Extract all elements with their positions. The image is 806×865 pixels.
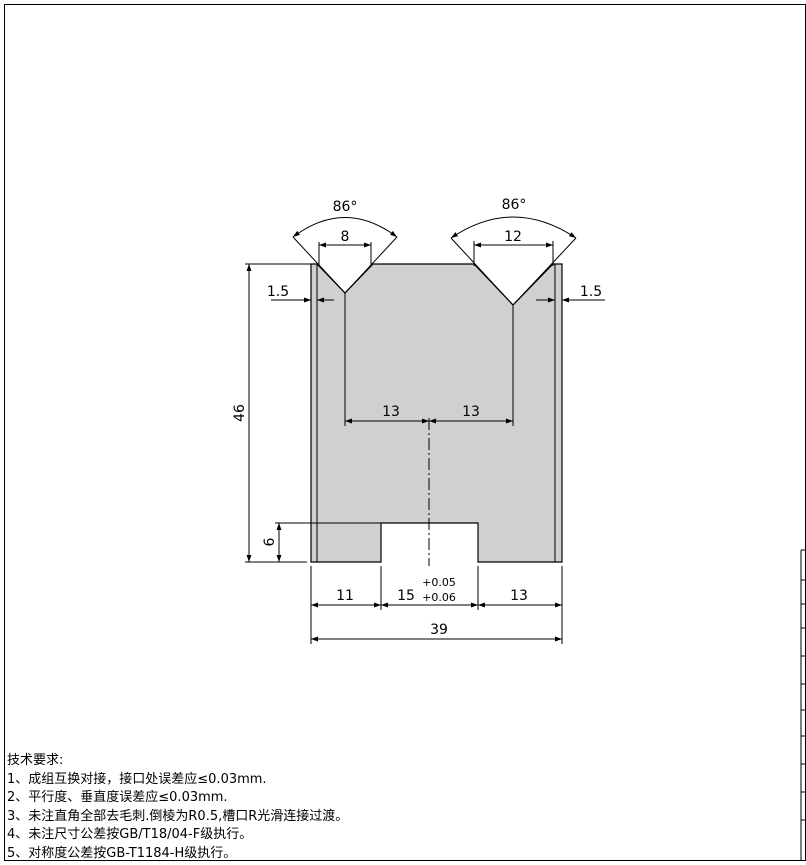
note-item-3: 3、未注直角全部去毛刺.倒棱为R0.5,槽口R光滑连接过渡。 [7,808,349,824]
note-item-5: 5、对称度公差按GB-T1184-H级执行。 [7,845,237,861]
angle-dim-right: 86° [450,197,577,306]
base-label-right: 13 [510,588,528,604]
notes-title: 技术要求: [7,753,64,768]
base-label-left: 11 [336,588,354,604]
vwidth-dim-right: 12 [473,229,554,266]
offset-label-left: 1.5 [267,284,289,300]
slot-tolerance-lower: +0.06 [422,591,456,604]
slot-depth-label: 6 [262,537,278,546]
note-item-2: 2、平行度、垂直度误差应≤0.03mm. [7,790,228,805]
slot-depth-dim: 6 [262,522,381,562]
total-width-label: 39 [430,622,448,638]
height-label: 46 [232,404,248,422]
title-block-edge [800,549,806,860]
total-width-dim: 39 [311,622,562,642]
offset-label-right: 1.5 [580,284,602,300]
angle-label-right: 86° [502,197,527,213]
slot-tolerance-upper: +0.05 [422,576,456,589]
die-profile [310,263,563,563]
vwidth-dim-left: 8 [318,229,372,266]
vwidth-label-left: 8 [341,229,350,245]
height-dim: 46 [232,263,311,563]
center-label-left: 13 [382,404,400,420]
center-dims: 13 13 [344,293,514,426]
vwidth-label-right: 12 [504,229,522,245]
technical-requirements: 技术要求: 1、成组互换对接，接口处误差应≤0.03mm. 2、平行度、垂直度误… [7,752,348,863]
center-label-right: 13 [462,404,480,420]
note-item-4: 4、未注尺寸公差按GB/T18/04-F级执行。 [7,827,253,842]
offset-dim-left: 1.5 [267,284,334,303]
slot-width-label: 15 [397,588,415,604]
note-item-1: 1、成组互换对接，接口处误差应≤0.03mm. [7,771,267,787]
offset-dim-right: 1.5 [536,284,605,303]
base-dims: 11 15 +0.05 +0.06 13 [310,566,563,644]
angle-label-left: 86° [333,199,358,215]
